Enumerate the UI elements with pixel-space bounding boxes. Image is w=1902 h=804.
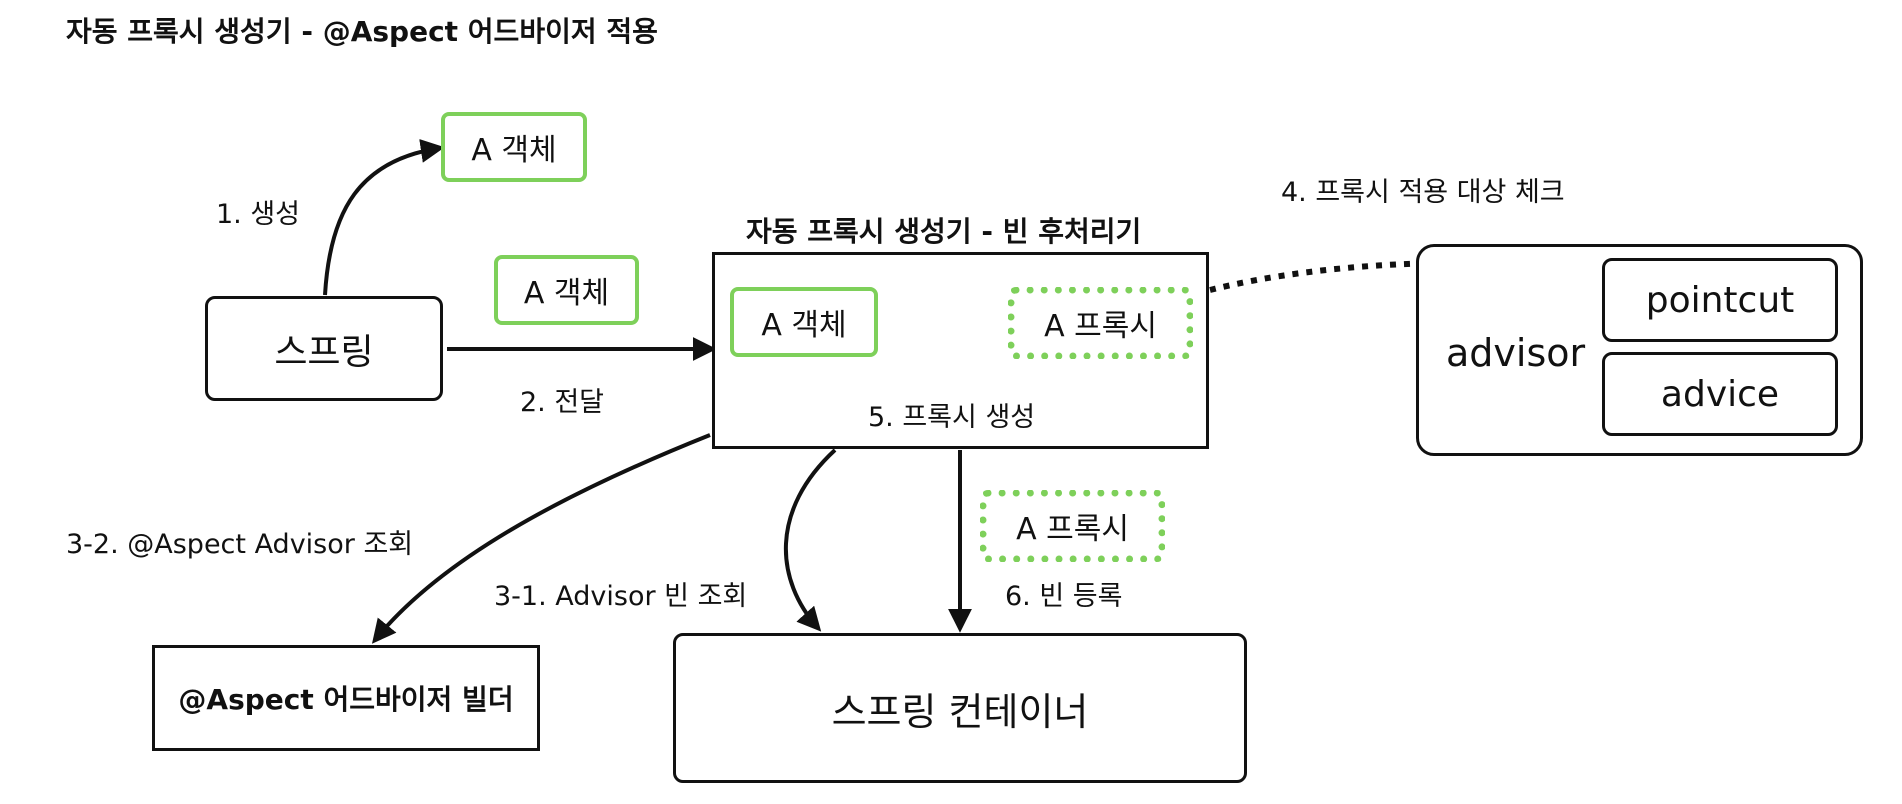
step-advisor-lookup-label: 3-1. Advisor 빈 조회 (494, 581, 748, 612)
processor-title: 자동 프록시 생성기 - 빈 후처리기 (746, 215, 1142, 248)
processor-proxy-label: A 프록시 (1044, 309, 1157, 344)
registered-proxy-label: A 프록시 (1016, 512, 1129, 547)
processor-object-label: A 객체 (761, 308, 847, 343)
arrow-advisor-lookup (783, 448, 837, 632)
pointcut-label: pointcut (1645, 279, 1795, 321)
registered-proxy-box: A 프록시 (980, 490, 1165, 562)
step-proxy-create-label: 5. 프록시 생성 (868, 402, 1036, 433)
step-aspect-lookup-label: 3-2. @Aspect Advisor 조회 (66, 529, 414, 560)
spring-label: 스프링 (274, 331, 374, 373)
page-title: 자동 프록시 생성기 - @Aspect 어드바이저 적용 (66, 15, 658, 48)
aspect-builder-box: @Aspect 어드바이저 빌더 (152, 645, 540, 751)
passed-object-label: A 객체 (523, 276, 610, 311)
aspect-builder-label: @Aspect 어드바이저 빌더 (178, 683, 514, 716)
spring-container-label: 스프링 컨테이너 (831, 689, 1089, 734)
arrow-aspect-lookup (371, 433, 711, 644)
step-create-label: 1. 생성 (216, 199, 301, 230)
created-object-label: A 객체 (471, 133, 557, 168)
step-register-label: 6. 빈 등록 (1005, 581, 1123, 612)
arrow-create (323, 138, 445, 296)
step-check-label: 4. 프록시 적용 대상 체크 (1281, 177, 1565, 208)
pointcut-box: pointcut (1602, 258, 1838, 342)
processor-proxy-box: A 프록시 (1008, 287, 1193, 359)
advice-box: advice (1602, 352, 1838, 436)
step-pass-label: 2. 전달 (520, 387, 605, 418)
processor-object-box: A 객체 (730, 287, 878, 357)
created-object-box: A 객체 (441, 112, 587, 182)
passed-object-box: A 객체 (494, 255, 639, 325)
spring-box: 스프링 (205, 296, 443, 401)
advice-label: advice (1660, 373, 1780, 415)
spring-container-box: 스프링 컨테이너 (673, 633, 1247, 783)
advisor-label: advisor (1446, 331, 1586, 375)
